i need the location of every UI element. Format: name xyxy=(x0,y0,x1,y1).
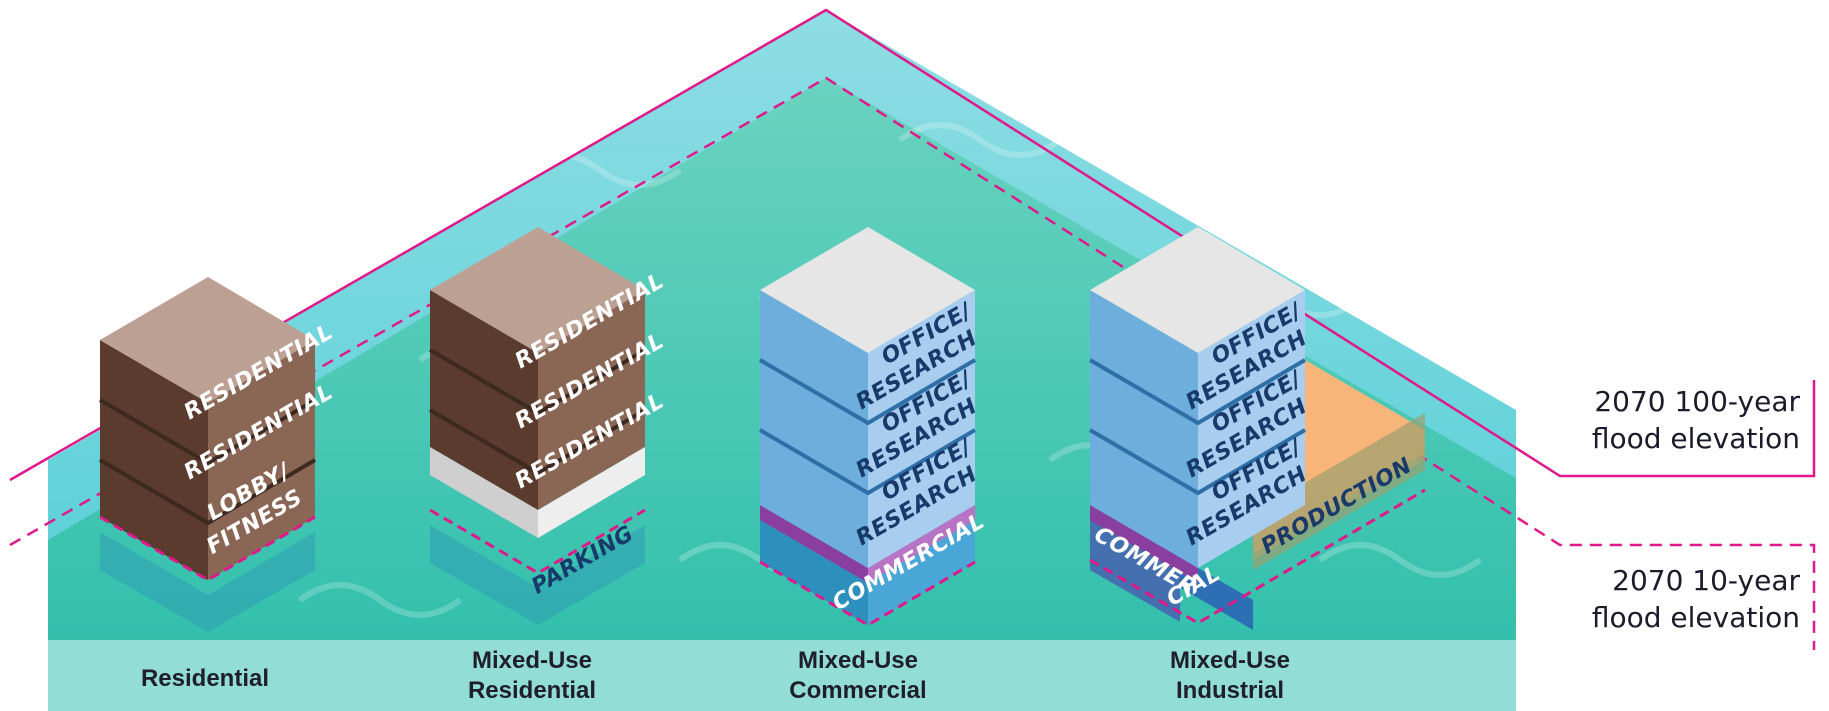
type-label-mixed-residential-2: Residential xyxy=(468,677,596,704)
submerged-base xyxy=(100,532,315,632)
building-residential: RESIDENTIAL RESIDENTIAL LOBBY/ FITNESS xyxy=(98,277,338,632)
type-label-mixed-commercial-2: Commercial xyxy=(789,677,926,704)
flood-line-10yr xyxy=(9,76,1816,650)
flood-label-10yr-line2: flood elevation xyxy=(1591,601,1800,634)
submerged-base xyxy=(430,525,645,625)
type-label-mixed-industrial-1: Mixed-Use xyxy=(1170,647,1290,674)
type-label-mixed-commercial-1: Mixed-Use xyxy=(798,647,918,674)
building-mixed-use-commercial: OFFICE/ RESEARCH OFFICE/ RESEARCH OFFICE… xyxy=(758,227,989,627)
flood-label-100yr: 2070 100-year flood elevation xyxy=(1540,383,1800,457)
label-band xyxy=(48,640,1516,711)
building-mixed-use-residential: RESIDENTIAL RESIDENTIAL RESIDENTIAL PARK… xyxy=(428,227,669,625)
flood-label-100yr-line1: 2070 100-year xyxy=(1594,385,1800,418)
flood-label-10yr-line1: 2070 10-year xyxy=(1612,564,1800,597)
type-label-mixed-residential-1: Mixed-Use xyxy=(472,647,592,674)
building-mixed-use-industrial: OFFICE/ RESEARCH OFFICE/ RESEARCH OFFICE… xyxy=(1088,227,1426,630)
type-label-residential: Residential xyxy=(141,665,269,692)
type-label-mixed-industrial-2: Industrial xyxy=(1176,677,1284,704)
flood-label-100yr-line2: flood elevation xyxy=(1591,422,1800,455)
flood-line-100yr xyxy=(9,8,1816,482)
flood-label-10yr: 2070 10-year flood elevation xyxy=(1540,562,1800,636)
